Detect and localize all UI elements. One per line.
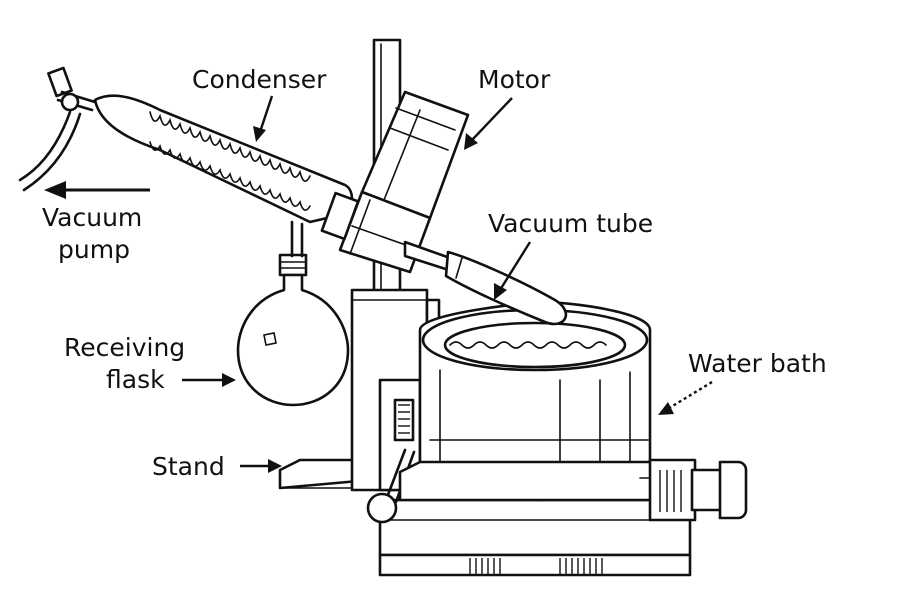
leader-motor (464, 97, 513, 150)
vacuum-hose (18, 110, 82, 192)
label-motor: Motor (478, 65, 551, 94)
label-condenser: Condenser (192, 65, 327, 94)
leader-receiving-flask (182, 373, 236, 387)
label-vacuum-pump-line1: Vacuum (42, 203, 142, 232)
stand-foot-plate (278, 458, 372, 490)
label-water-bath: Water bath (688, 349, 827, 378)
label-vacuum-pump-line2: pump (58, 235, 130, 264)
temperature-knob (648, 458, 748, 522)
leader-water-bath (658, 380, 713, 415)
label-receiving-flask-line2: flask (106, 365, 165, 394)
leader-stand (240, 459, 282, 473)
receiving-flask (236, 253, 350, 407)
water-bath (398, 300, 692, 502)
leader-vacuum-tube (494, 241, 532, 300)
label-vacuum-tube: Vacuum tube (488, 209, 653, 238)
vacuum-pump-arrow (44, 181, 150, 199)
base-platform (378, 498, 692, 577)
label-stand: Stand (152, 452, 225, 481)
label-receiving-flask-line1: Receiving (64, 333, 185, 362)
motor (320, 90, 470, 274)
leader-condenser (253, 95, 274, 142)
vacuum-tube (403, 240, 568, 326)
